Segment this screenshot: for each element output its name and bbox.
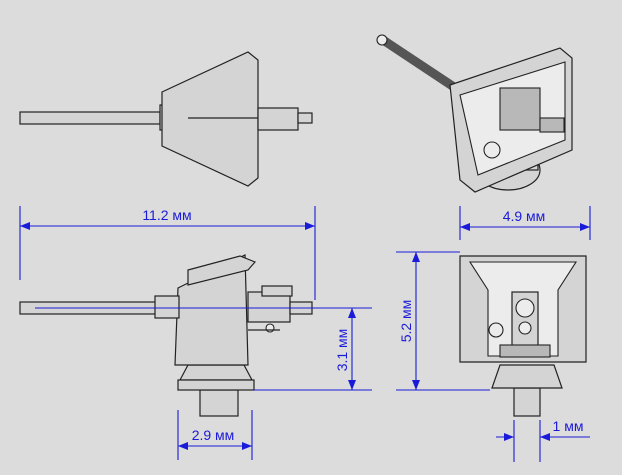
perspective-view bbox=[376, 34, 573, 193]
side-view-handwheel bbox=[265, 323, 275, 333]
front-view bbox=[459, 255, 587, 417]
dimension-length-label: 11.2 мм bbox=[142, 207, 191, 223]
side-view-pedestal bbox=[199, 389, 239, 417]
dimension-length: 11.2 мм bbox=[19, 206, 316, 300]
front-view-cradle bbox=[499, 344, 551, 358]
side-view-shield-top bbox=[187, 255, 257, 286]
front-view-breech-face bbox=[518, 321, 532, 335]
top-view-breech-end bbox=[297, 112, 313, 124]
top-view bbox=[19, 51, 313, 187]
dimension-base-width-label: 2.9 мм bbox=[192, 427, 235, 443]
side-view bbox=[19, 254, 313, 417]
top-view-breech bbox=[257, 107, 299, 131]
side-view-base bbox=[179, 364, 253, 381]
perspective-breech-block bbox=[539, 117, 565, 133]
dimension-width-label: 4.9 мм bbox=[503, 208, 546, 224]
front-view-base bbox=[491, 364, 563, 389]
top-view-barrel bbox=[19, 111, 161, 125]
front-view-handwheel bbox=[488, 322, 504, 338]
side-view-collar bbox=[154, 295, 180, 319]
perspective-breech bbox=[499, 87, 541, 131]
dimension-height: 5.2 мм bbox=[396, 251, 490, 391]
dimension-width: 4.9 мм bbox=[459, 206, 591, 240]
dimension-height-label: 5.2 мм bbox=[398, 300, 414, 343]
front-view-bore bbox=[515, 298, 535, 318]
perspective-muzzle bbox=[376, 34, 388, 46]
dimension-base-width: 2.9 мм bbox=[177, 410, 253, 460]
dimension-detail: 1 мм bbox=[496, 418, 590, 462]
side-view-breech-top bbox=[261, 285, 293, 297]
perspective-handwheel bbox=[483, 141, 501, 159]
top-view-shield bbox=[161, 51, 259, 187]
dimension-axis-height-label: 3.1 мм bbox=[334, 329, 350, 372]
side-view-base-plate bbox=[177, 379, 255, 391]
front-view-pedestal bbox=[513, 387, 541, 417]
dimension-detail-label: 1 мм bbox=[553, 418, 584, 434]
dimension-axis-height: 3.1 мм bbox=[35, 307, 372, 391]
